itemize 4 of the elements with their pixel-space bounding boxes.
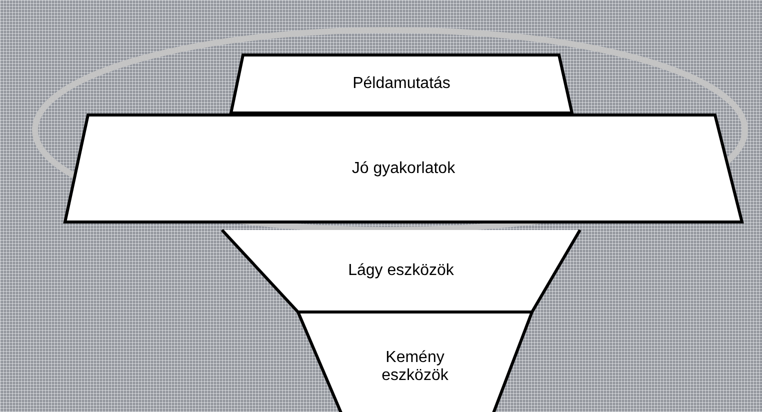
segment-label: Példamutatás (352, 75, 452, 93)
segment-label: Jó gyakorlatok (350, 160, 456, 178)
segment-label: Kemény eszközök (380, 349, 450, 385)
segment-label: Lágy eszközök (347, 262, 455, 280)
